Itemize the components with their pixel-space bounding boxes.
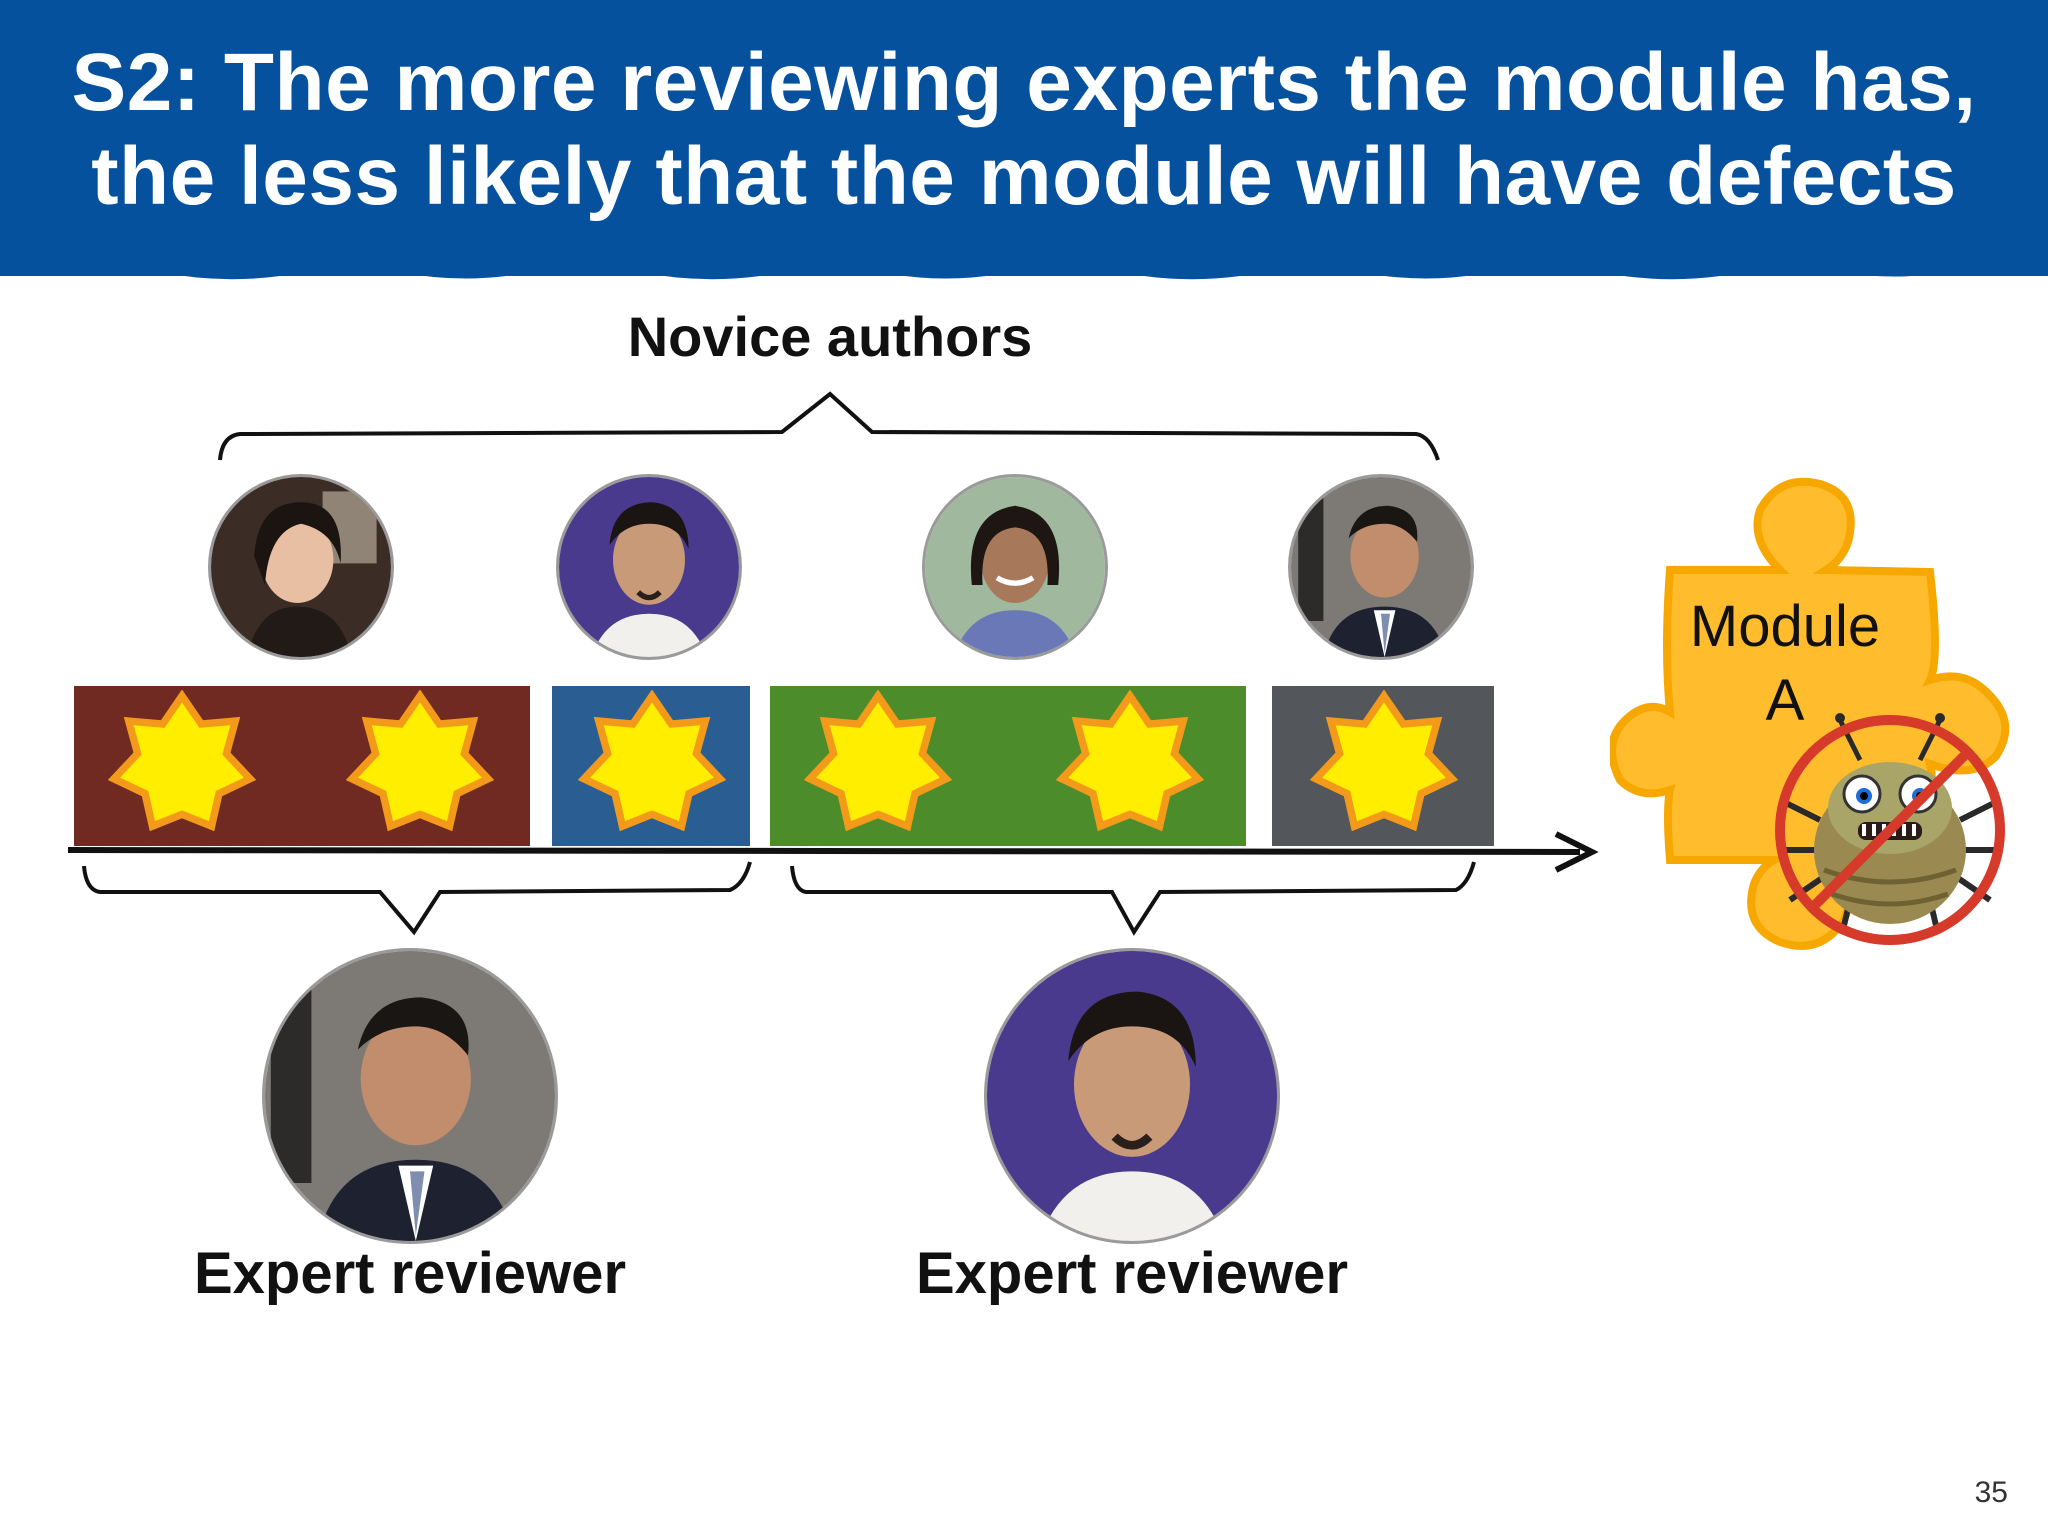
change-star-icon xyxy=(1310,690,1458,832)
change-star-icon xyxy=(346,690,494,832)
bug-icon xyxy=(1775,713,2005,945)
reviewer-brace-2 xyxy=(790,861,1476,936)
change-star-icon xyxy=(578,690,726,832)
author-avatar-1 xyxy=(208,474,394,660)
reviewer-photo-2 xyxy=(987,951,1277,1241)
module-label: Module A xyxy=(1640,590,1930,738)
change-star-icon xyxy=(108,690,256,832)
author-photo-4 xyxy=(1291,477,1471,657)
author-avatar-2 xyxy=(556,474,742,660)
author-photo-3 xyxy=(925,477,1105,657)
change-star-icon xyxy=(1056,690,1204,832)
title-banner xyxy=(0,0,2048,276)
reviewer-avatar-2 xyxy=(984,948,1280,1244)
timeline-arrow xyxy=(67,847,1581,855)
author-avatar-3 xyxy=(922,474,1108,660)
author-photo-1 xyxy=(211,477,391,657)
page-number: 35 xyxy=(1974,1476,2008,1509)
timeline-arrowhead xyxy=(1554,831,1599,873)
title-line-2: the less likely that the module will hav… xyxy=(91,131,1957,222)
bug-body xyxy=(1778,713,2002,935)
expert-reviewer-label-1: Expert reviewer xyxy=(193,1241,627,1306)
author-photo-2 xyxy=(559,477,739,657)
reviewer-photo-1 xyxy=(265,951,555,1241)
torn-edge-decoration xyxy=(0,250,2048,280)
novice-brace xyxy=(218,391,1440,461)
title-line-1: S2: The more reviewing experts the modul… xyxy=(71,37,1977,128)
slide-title: S2: The more reviewing experts the modul… xyxy=(0,36,2048,224)
expert-reviewer-label-2: Expert reviewer xyxy=(915,1241,1349,1306)
novice-authors-label: Novice authors xyxy=(627,305,1033,368)
module-letter: A xyxy=(1765,668,1805,733)
reviewer-brace-1 xyxy=(82,861,752,936)
author-avatar-4 xyxy=(1288,474,1474,660)
change-star-icon xyxy=(804,690,952,832)
reviewer-avatar-1 xyxy=(262,948,558,1244)
module-name: Module xyxy=(1689,594,1881,659)
no-sign-icon xyxy=(1775,715,2005,945)
no-sign-slash xyxy=(1808,748,1972,912)
